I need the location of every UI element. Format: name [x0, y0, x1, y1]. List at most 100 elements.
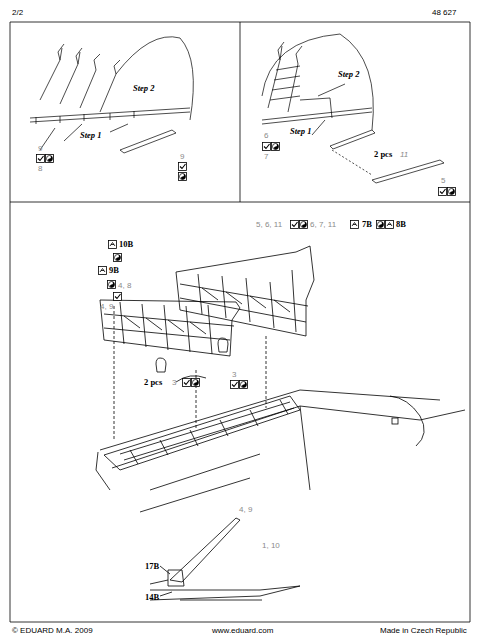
drawing-stroke: [351, 221, 359, 229]
drawing-stroke: [240, 381, 248, 389]
part-number: 4, 8: [118, 281, 131, 290]
part-number: 8: [38, 164, 42, 173]
step-label: Step 1: [290, 127, 312, 136]
part-number: 4, 9: [239, 505, 252, 514]
drawing-stroke: [176, 376, 206, 382]
part-number: 3: [232, 370, 236, 379]
drawing-stroke: [120, 130, 176, 153]
drawing-stroke: [10, 22, 11, 622]
part-number: 9: [180, 152, 184, 161]
drawing-stroke: [183, 379, 191, 387]
drawing-stroke: [268, 42, 284, 108]
drawing-stroke: [108, 281, 116, 289]
drawing-stroke: [46, 155, 54, 163]
part-number: 14B: [145, 593, 159, 602]
drawing-stroke: [318, 84, 345, 96]
part-number: 9: [38, 144, 42, 153]
drawing-stroke: [300, 98, 332, 118]
drawing-stroke: [120, 402, 294, 460]
drawing-stroke: [114, 293, 122, 301]
kit-number: 48 627: [432, 8, 456, 17]
page-number: 2/2: [12, 8, 23, 17]
drawing-stroke: [312, 120, 325, 135]
drawing-stroke: [377, 221, 385, 229]
drawing-stroke: [262, 34, 373, 130]
drawing-stroke: [270, 66, 300, 100]
part-number: 5: [441, 176, 445, 185]
drawing-stroke: [198, 270, 296, 332]
drawing-stroke: [100, 37, 193, 120]
drawing-stroke: [160, 566, 170, 574]
drawing-stroke: [179, 173, 187, 181]
drawing-stroke: [114, 306, 266, 440]
quantity: 2 pcs: [144, 378, 162, 387]
wing-section: [96, 376, 465, 512]
part-number: 6: [264, 131, 268, 140]
flap-parts: [100, 246, 314, 440]
drawing-stroke: [114, 254, 122, 262]
drawing-stroke: [170, 518, 240, 582]
part-number: 1, 10: [262, 541, 280, 550]
drawing-stroke: [231, 381, 239, 389]
drawing-stroke: [288, 46, 302, 112]
drawing-stroke: [192, 379, 200, 387]
drawing-stroke: [156, 358, 166, 372]
drawing-stroke: [112, 406, 420, 468]
part-number: 7: [264, 152, 268, 161]
antenna-figure: [150, 518, 300, 600]
drawing-stroke: [150, 580, 300, 600]
step-label: Step 2: [133, 84, 155, 93]
drawing-stroke: [386, 221, 394, 229]
drawing-stroke: [124, 316, 206, 334]
part-number: 10B: [119, 240, 133, 249]
website: www.eduard.com: [212, 626, 273, 635]
part-number: 5, 6, 11: [256, 220, 282, 229]
usage-icons: [37, 143, 456, 389]
quantity: 2 pcs: [374, 150, 392, 159]
drawing-stroke: [99, 267, 107, 275]
drawing-stroke: [120, 302, 212, 354]
step-label: Step 2: [338, 70, 360, 79]
drawing-stroke: [470, 22, 471, 622]
drawing-stroke: [439, 188, 447, 196]
drawing-stroke: [60, 48, 82, 104]
drawing-stroke: [390, 396, 424, 446]
drawing-stroke: [36, 111, 134, 124]
drawing-stroke: [64, 124, 82, 141]
part-number: 6, 7, 11: [310, 220, 336, 229]
drawing-stroke: [168, 570, 184, 586]
part-number: 11: [400, 150, 408, 159]
origin-note: Made in Czech Republic: [380, 626, 467, 635]
drawing-stroke: [218, 338, 228, 352]
drawing-stroke: [179, 163, 187, 171]
drawing-stroke: [100, 300, 240, 356]
panel-frame: [10, 22, 470, 622]
drawing-stroke: [291, 221, 299, 229]
drawing-stroke: [140, 454, 260, 512]
drawing-stroke: [40, 44, 64, 100]
part-number: 7B: [362, 220, 372, 229]
part-number: 9B: [109, 266, 119, 275]
drawing-stroke: [240, 22, 241, 202]
drawing-stroke: [372, 160, 444, 183]
drawing-stroke: [80, 54, 100, 108]
right-step-figure: [262, 34, 444, 183]
part-number: 8B: [396, 220, 406, 229]
drawing-stroke: [263, 143, 271, 151]
drawing-stroke: [10, 622, 470, 623]
drawing-stroke: [262, 108, 372, 124]
drawing-stroke: [202, 288, 290, 312]
left-step-figure: [30, 37, 193, 153]
drawing-stroke: [104, 396, 300, 470]
drawing-stroke: [10, 202, 470, 203]
part-number: 3: [172, 378, 176, 387]
drawing-stroke: [96, 406, 465, 490]
drawing-stroke: [448, 188, 456, 196]
drawing-stroke: [392, 418, 398, 424]
copyright: © EDUARD M.A. 2009: [12, 626, 93, 635]
drawing-stroke: [272, 143, 280, 151]
step-label: Step 1: [80, 131, 102, 140]
drawing-stroke: [110, 124, 128, 132]
drawing-stroke: [160, 592, 172, 596]
